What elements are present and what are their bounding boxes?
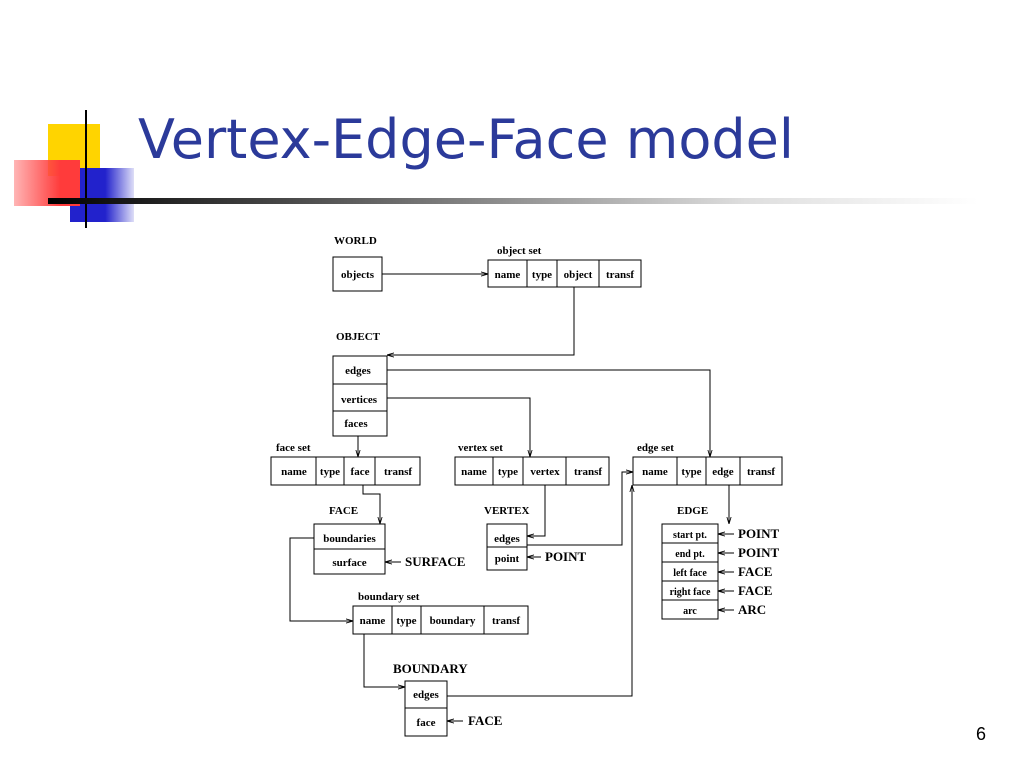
vertex-set-type: type bbox=[498, 466, 518, 478]
vertex-record: edges point bbox=[486, 523, 528, 571]
object-set-name: name bbox=[495, 269, 521, 281]
edge-left-target: FACE bbox=[738, 564, 772, 579]
edge-start-target: POINT bbox=[738, 526, 780, 541]
vertex-edges: edges bbox=[494, 533, 520, 545]
face-set-face: face bbox=[351, 466, 370, 478]
object-label: OBJECT bbox=[336, 331, 381, 343]
face-set-record: name type face transf bbox=[270, 456, 421, 486]
object-set-transf: transf bbox=[606, 269, 634, 281]
edge-left-face: left face bbox=[673, 568, 707, 579]
page-title: Vertex-Edge-Face model bbox=[138, 108, 794, 171]
object-faces: faces bbox=[344, 418, 368, 430]
vertex-set-transf: transf bbox=[574, 466, 602, 478]
title-underline bbox=[48, 198, 978, 204]
vertex-set-vertex: vertex bbox=[530, 466, 560, 478]
edge-start-pt: start pt. bbox=[673, 530, 707, 541]
edge-set-name: name bbox=[642, 466, 668, 478]
face-set-transf: transf bbox=[384, 466, 412, 478]
boundary-set-label: boundary set bbox=[358, 591, 420, 603]
object-set-record: name type object transf bbox=[487, 259, 642, 288]
surface-target: SURFACE bbox=[405, 554, 465, 569]
face-set-type: type bbox=[320, 466, 340, 478]
boundary-set-name: name bbox=[360, 615, 386, 627]
boundary-face: face bbox=[417, 717, 436, 729]
edge-set-type: type bbox=[681, 466, 701, 478]
world-label: WORLD bbox=[334, 235, 377, 247]
vertex-point: point bbox=[495, 553, 520, 565]
face-surface: surface bbox=[332, 557, 366, 569]
vertex-set-record: name type vertex transf bbox=[454, 456, 610, 486]
edge-set-transf: transf bbox=[747, 466, 775, 478]
face-set-name: name bbox=[281, 466, 307, 478]
edge-set-edge: edge bbox=[712, 466, 734, 478]
boundary-set-type: type bbox=[396, 615, 416, 627]
boundary-set-transf: transf bbox=[492, 615, 520, 627]
edge-label: EDGE bbox=[677, 505, 708, 517]
edge-end-pt: end pt. bbox=[675, 549, 705, 560]
boundary-edges: edges bbox=[413, 689, 439, 701]
world-box bbox=[332, 256, 383, 292]
edge-right-face: right face bbox=[670, 587, 711, 598]
object-set-type: type bbox=[532, 269, 552, 281]
face-boundaries: boundaries bbox=[323, 533, 376, 545]
boundary-record: edges face bbox=[404, 680, 448, 737]
edge-record: start pt. end pt. left face right face a… bbox=[661, 523, 719, 620]
boundary-face-target: FACE bbox=[468, 713, 502, 728]
world-objects-field: objects bbox=[341, 269, 375, 281]
edge-end-target: POINT bbox=[738, 545, 780, 560]
boundary-label: BOUNDARY bbox=[393, 661, 468, 676]
object-set-object: object bbox=[564, 269, 593, 281]
face-label: FACE bbox=[329, 505, 358, 517]
object-set-label: object set bbox=[497, 245, 542, 257]
accent-vertical-line bbox=[85, 110, 87, 228]
boundary-set-boundary: boundary bbox=[430, 615, 476, 627]
vertex-point-target: POINT bbox=[545, 549, 587, 564]
face-set-label: face set bbox=[276, 442, 311, 454]
edge-set-label: edge set bbox=[637, 442, 674, 454]
slide-number: 6 bbox=[976, 724, 987, 744]
boundary-set-record: name type boundary transf bbox=[352, 605, 529, 635]
edge-arc-target: ARC bbox=[738, 602, 766, 617]
object-edges: edges bbox=[345, 365, 371, 377]
vertex-label: VERTEX bbox=[484, 505, 530, 517]
vertex-set-label: vertex set bbox=[458, 442, 503, 454]
object-record: edges vertices faces bbox=[332, 355, 388, 437]
vertex-set-name: name bbox=[461, 466, 487, 478]
edge-arc: arc bbox=[683, 606, 697, 617]
connector-lines bbox=[289, 274, 729, 697]
edge-set-record: name type edge transf bbox=[632, 456, 783, 486]
face-record: boundaries surface bbox=[313, 523, 386, 575]
accent-blue-square bbox=[70, 168, 134, 222]
object-vertices: vertices bbox=[341, 394, 378, 406]
edge-right-target: FACE bbox=[738, 583, 772, 598]
